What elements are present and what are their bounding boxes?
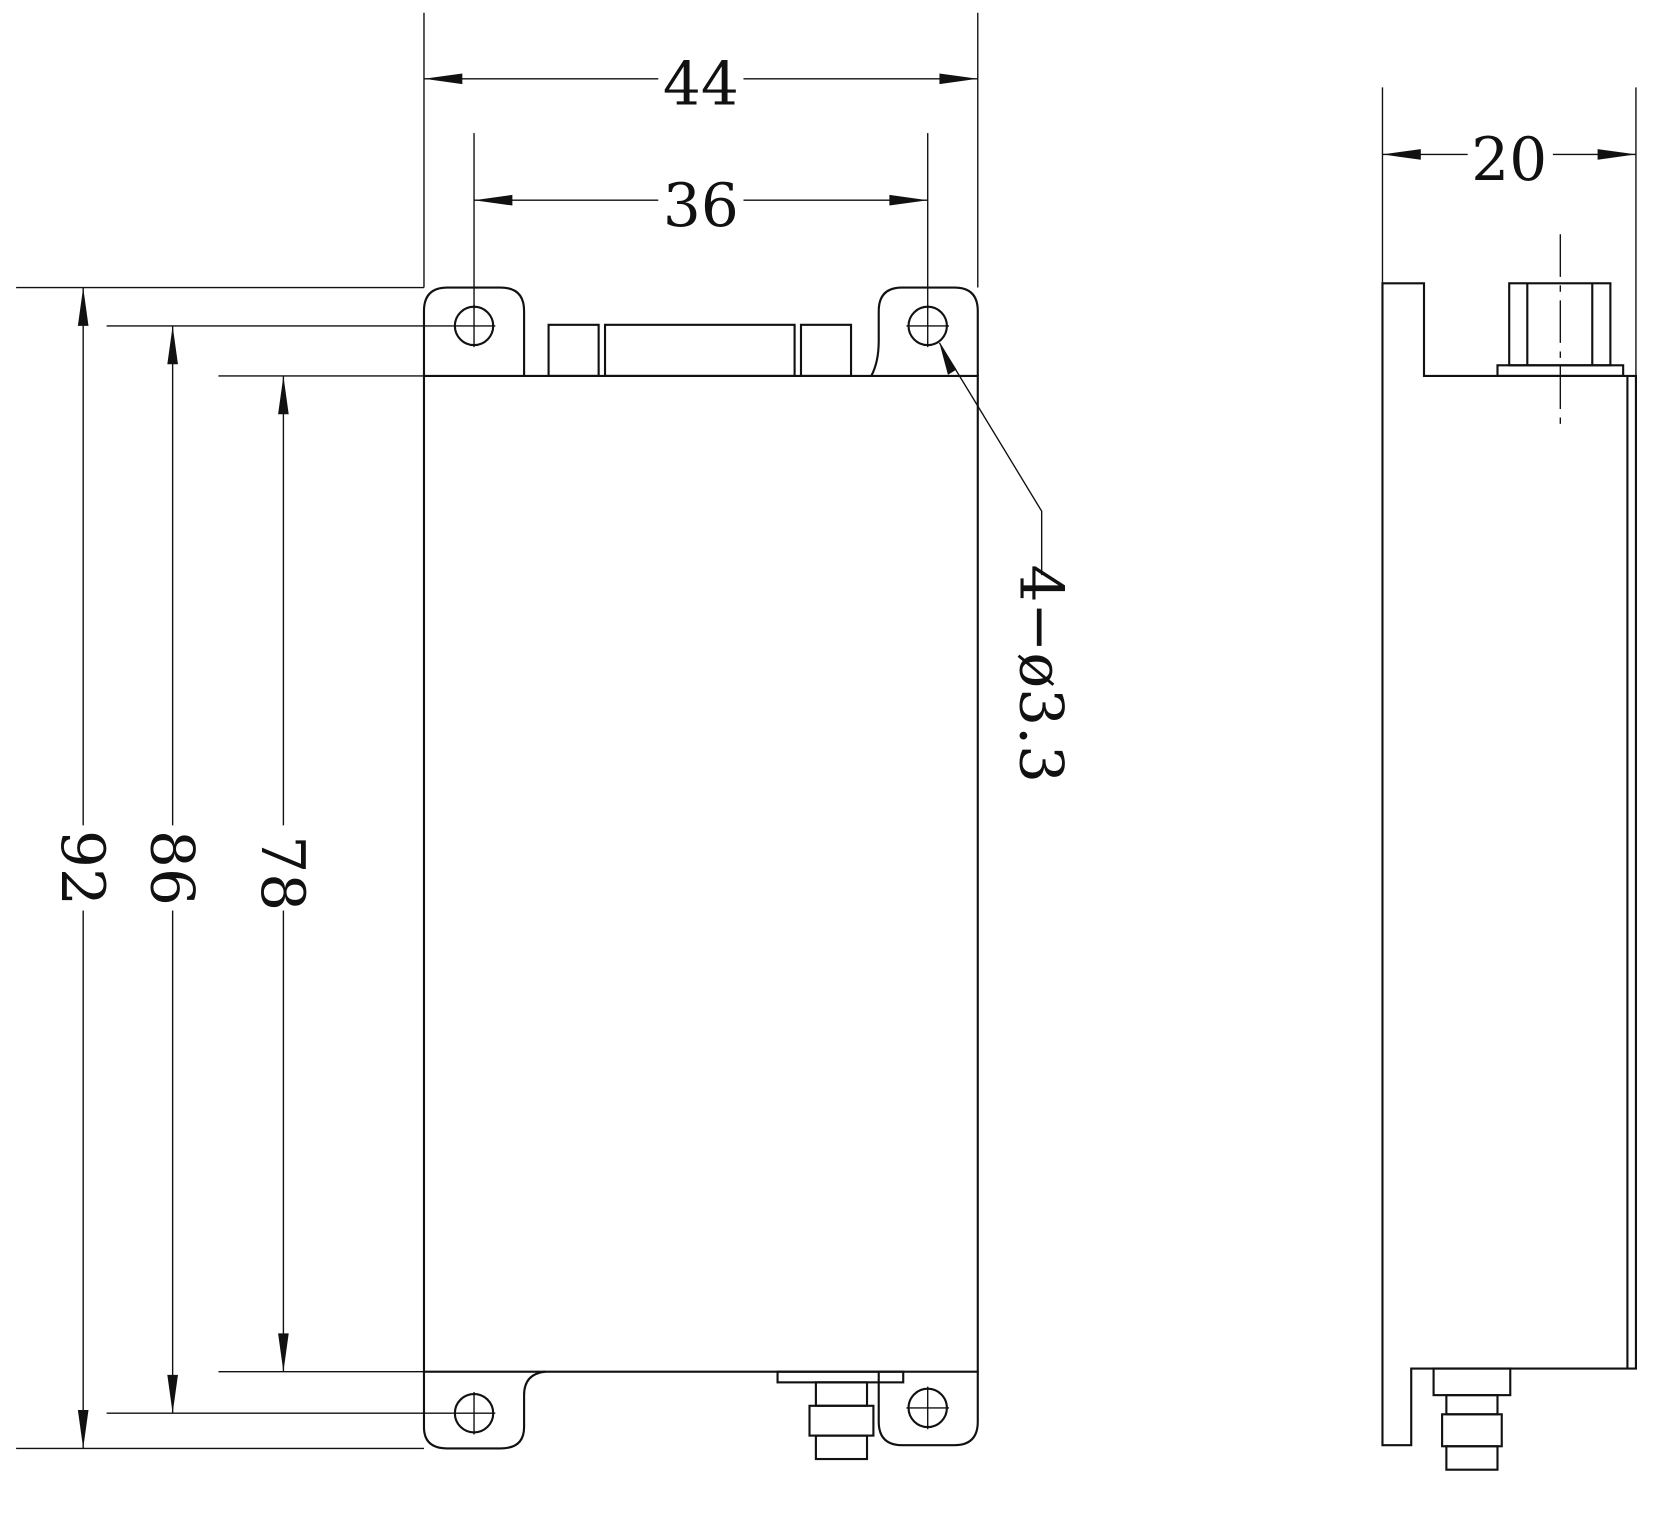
- mount-ear-bottom-left: [422, 1370, 546, 1450]
- side-top-connector: [1496, 282, 1625, 378]
- dim-depth-20: 20: [1471, 126, 1547, 195]
- top-connector: [547, 323, 853, 378]
- side-body: [1381, 282, 1638, 1447]
- front-view: 44 36 92 86 78 4−ø3.3: [16, 12, 1074, 1461]
- hole-callout: 4−ø3.3: [1005, 564, 1074, 783]
- sma-connector-front: [776, 1370, 905, 1461]
- dim-width-44: 44: [663, 50, 739, 119]
- mount-ear-top-right: [870, 286, 979, 377]
- dim-hole-spacing-86: 86: [136, 830, 205, 906]
- dim-hole-spacing-36: 36: [663, 172, 739, 241]
- mount-ear-bottom-right: [877, 1371, 979, 1447]
- dim-height-92: 92: [47, 830, 116, 906]
- side-view: 20: [1381, 87, 1638, 1471]
- module-body: [422, 374, 979, 1373]
- dim-body-78: 78: [247, 835, 316, 911]
- sma-connector-side: [1432, 1367, 1512, 1471]
- mounting-holes: [452, 304, 950, 1435]
